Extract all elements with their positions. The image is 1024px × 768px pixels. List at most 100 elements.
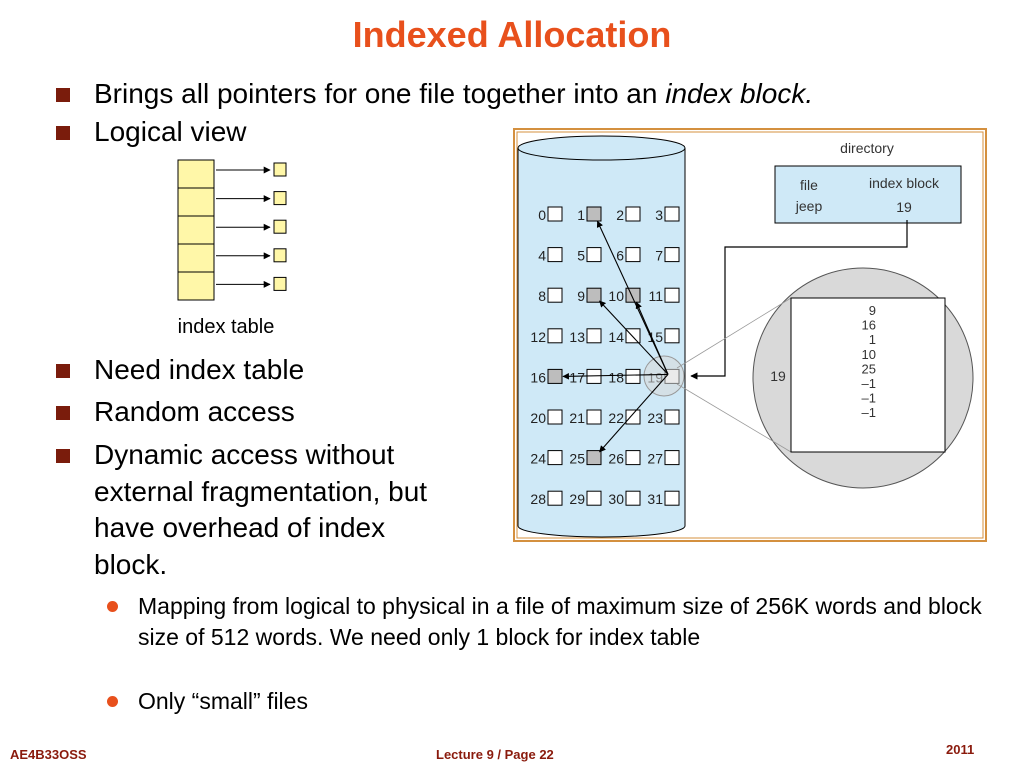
disk-block <box>625 206 641 222</box>
block-number: 21 <box>569 410 585 426</box>
disk-block <box>664 247 680 263</box>
directory-col-file: file <box>800 177 818 193</box>
bullet-line: external fragmentation, but <box>94 475 428 507</box>
disk-block <box>625 409 641 425</box>
directory-file-name: jeep <box>795 198 823 214</box>
block-number: 26 <box>608 451 624 467</box>
disk-block <box>664 450 680 466</box>
bullet-line: have overhead of index <box>94 512 386 543</box>
square-bullet-icon <box>56 88 70 102</box>
magnifier-line-bottom <box>676 383 792 453</box>
disk-block <box>664 328 680 344</box>
bullet-text: Random access <box>94 396 295 427</box>
slide-title: Indexed Allocation <box>352 14 672 55</box>
index-table-entry <box>177 187 215 217</box>
bullet-text: Brings all pointers for one file togethe… <box>94 78 666 109</box>
block-number: 27 <box>647 451 663 467</box>
index-pointer-arrows <box>562 220 669 453</box>
index-pointer-arrow <box>599 374 669 453</box>
index-block-entry: 9 <box>869 303 876 318</box>
directory-box <box>774 165 962 224</box>
disk-block <box>547 287 563 303</box>
index-table-entry <box>177 215 215 245</box>
index-block-entry: 16 <box>862 318 876 333</box>
block-number: 22 <box>608 410 624 426</box>
sub-bullet-text: Mapping from logical to physical in a fi… <box>138 593 982 650</box>
disk-block <box>664 287 680 303</box>
square-bullet-icon <box>56 406 70 420</box>
data-block <box>273 276 287 291</box>
index-block-highlight <box>643 355 685 397</box>
bullet-tail: . <box>805 78 814 109</box>
disk-block <box>664 206 680 222</box>
block-number: 24 <box>530 451 546 467</box>
block-number: 6 <box>616 248 624 264</box>
block-number: 4 <box>538 248 546 264</box>
data-block <box>273 219 287 234</box>
disk-block <box>547 247 563 263</box>
disk-block <box>625 247 641 263</box>
round-bullet-icon <box>107 601 118 612</box>
square-bullet-icon <box>56 364 70 378</box>
footer-year: 2011 <box>946 742 975 757</box>
block-number: 16 <box>530 369 546 385</box>
index-block-contents <box>790 297 946 453</box>
block-number: 7 <box>655 248 663 264</box>
bullet-line: Dynamic access without <box>94 439 395 470</box>
block-number: 14 <box>608 329 624 345</box>
diagram-frame-inner <box>516 131 984 539</box>
disk-block <box>586 206 602 222</box>
index-pointer-arrow <box>635 301 669 375</box>
bullet-italic-text: index block <box>665 78 806 109</box>
block-number: 2 <box>616 207 624 223</box>
index-block-entry: –1 <box>862 405 876 420</box>
disk-block <box>586 247 602 263</box>
data-block <box>273 162 287 177</box>
block-number: 20 <box>530 410 546 426</box>
directory-pointer-arrow <box>690 220 908 380</box>
block-number: 15 <box>647 329 663 345</box>
disk-block <box>625 287 641 303</box>
index-block-entry: 25 <box>862 361 876 376</box>
disk-blocks: 0123456789101112131415161718192021222324… <box>530 206 680 507</box>
disk-block <box>547 409 563 425</box>
index-table-label: index table <box>178 316 275 338</box>
block-number: 10 <box>608 288 624 304</box>
magnifier-line-top <box>676 297 792 369</box>
cylinder-top <box>517 135 686 161</box>
block-number: 23 <box>647 410 663 426</box>
block-number: 28 <box>530 491 546 507</box>
block-number: 3 <box>655 207 663 223</box>
disk-block <box>586 287 602 303</box>
index-table-entry <box>177 243 215 273</box>
bullet-text: Logical view <box>94 116 247 147</box>
index-block-number: 19 <box>770 368 786 384</box>
disk-block <box>586 490 602 506</box>
block-number: 13 <box>569 329 585 345</box>
block-number: 29 <box>569 491 585 507</box>
block-number: 8 <box>538 288 546 304</box>
round-bullet-icon <box>107 696 118 707</box>
index-block-entry: –1 <box>862 376 876 391</box>
index-table-entry <box>177 159 215 189</box>
block-number: 5 <box>577 248 585 264</box>
disk-block <box>547 328 563 344</box>
block-number: 25 <box>569 451 585 467</box>
disk-diagram: 0123456789101112131415161718192021222324… <box>513 128 987 542</box>
disk-block <box>625 490 641 506</box>
block-number: 30 <box>608 491 624 507</box>
data-block <box>273 248 287 263</box>
block-number: 0 <box>538 207 546 223</box>
block-number: 12 <box>530 329 546 345</box>
directory-title: directory <box>840 140 894 156</box>
footer-page: Lecture 9 / Page 22 <box>436 747 554 762</box>
block-number: 11 <box>648 288 663 304</box>
disk-block <box>547 206 563 222</box>
disk-block <box>625 368 641 384</box>
bullet-line: block. <box>94 548 168 580</box>
index-pointer-arrow <box>562 372 669 380</box>
block-number: 9 <box>577 288 585 304</box>
disk-block <box>586 409 602 425</box>
footer-course: AE4B33OSS <box>10 747 87 762</box>
